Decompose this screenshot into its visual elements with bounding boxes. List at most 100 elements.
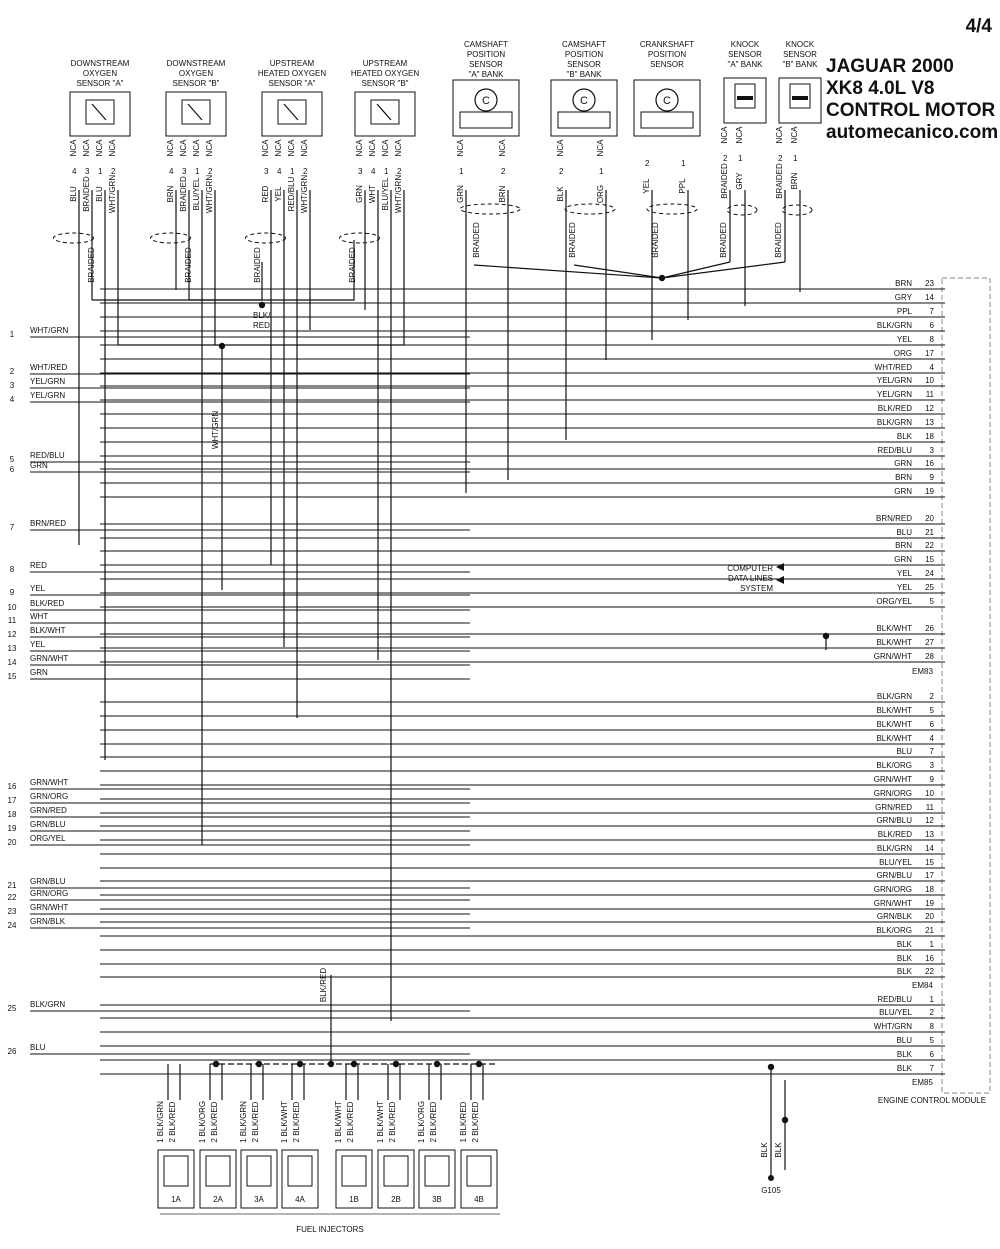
pin-number: 1 — [98, 167, 103, 176]
ecm-pin-number: 25 — [925, 583, 934, 592]
braid-shield-symbol — [564, 203, 616, 215]
left-wire-color: BLK/WHT — [30, 626, 66, 635]
left-wire-color: RED — [30, 561, 47, 570]
ecm-wire-color: BLK/GRN — [877, 844, 912, 853]
ecm-wire-color: BLK — [897, 1050, 913, 1059]
nca-label: NCA — [775, 126, 784, 144]
oxygen-sensor-symbol — [85, 99, 115, 125]
pin-number: 1 — [681, 159, 686, 168]
pin-number: 3 — [358, 167, 363, 176]
position-sensor-symbol: C — [663, 95, 671, 107]
ecm-wire-color: GRN/BLK — [877, 912, 913, 921]
sensor-title-ckp: CRANKSHAFT — [640, 40, 694, 49]
sensor-title-cmpa: "A" BANK — [468, 70, 504, 79]
left-wire-color: ORG/YEL — [30, 834, 66, 843]
wire-color-label: BLK — [556, 186, 565, 202]
ecm-wire-color: BLK/WHT — [876, 720, 912, 729]
oxygen-sensor-symbol — [181, 99, 211, 125]
left-wire-color: BLK/GRN — [30, 1000, 65, 1009]
ecm-wire-color: BLK — [897, 1064, 913, 1073]
left-pin-number: 8 — [10, 565, 15, 574]
wire-color-label: BRN — [166, 185, 175, 202]
sensor-title-do2a: DOWNSTREAM — [71, 59, 130, 68]
left-pin-number: 24 — [8, 921, 17, 930]
wire-color-label: PPL — [678, 178, 687, 194]
wire-color-label: BRN — [498, 185, 507, 202]
left-pin-number: 16 — [8, 782, 17, 791]
ecm-wire-color: BLU — [896, 1036, 912, 1045]
injector-wire-1-label: 1 BLK/WHT — [280, 1101, 289, 1143]
braided-label: BRAIDED — [774, 222, 783, 258]
left-wire-color: GRN/BLK — [30, 917, 66, 926]
pin-number: 1 — [738, 154, 743, 163]
pin-number: 1 — [793, 154, 798, 163]
arrow — [776, 576, 784, 584]
sensor-title-uo2a: SENSOR "A" — [268, 79, 315, 88]
ecm-wire-color: BLK — [897, 954, 913, 963]
computer-data-lines-label: DATA LINES — [728, 574, 773, 583]
nca-label: NCA — [82, 139, 91, 157]
left-pin-number: 2 — [10, 367, 15, 376]
position-sensor-symbol: C — [580, 95, 588, 107]
ecm-pin-number: 5 — [930, 706, 935, 715]
sensor-title-do2b: OXYGEN — [179, 69, 213, 78]
page-number: 4/4 — [965, 16, 992, 37]
injector-id: 1B — [349, 1195, 359, 1204]
braided-label: BRAIDED — [472, 222, 481, 258]
injector-wire-1-label: 1 BLK/ORG — [198, 1101, 207, 1143]
injector-wire-1-label: 1 BLK/RED — [459, 1101, 468, 1142]
left-wire-color: BLU — [30, 1043, 46, 1052]
ecm-pin-number: 17 — [925, 871, 934, 880]
wire-color-label: WHT/GRN — [108, 175, 117, 213]
nca-label: NCA — [69, 139, 78, 157]
braided-label: BRAIDED — [651, 222, 660, 258]
sensor-title-cmpa: POSITION — [467, 50, 505, 59]
wire-color-label: GRY — [735, 172, 744, 190]
ecm-wire-color: BRN — [895, 473, 912, 482]
ecm-pin-number: 5 — [930, 597, 935, 606]
injector-coil-symbol — [287, 1155, 313, 1187]
pin-number: 1 — [599, 167, 604, 176]
ecm-pin-number: 14 — [925, 293, 934, 302]
injector-wire-2-label: 2 BLK/RED — [346, 1101, 355, 1142]
braid-shield-symbol — [781, 204, 813, 216]
nca-label: NCA — [456, 139, 465, 157]
left-wire-color: GRN/ORG — [30, 889, 68, 898]
ecm-wire-color: WHT/GRN — [874, 1022, 912, 1031]
braid-shield-symbol — [459, 203, 521, 215]
computer-data-lines-label: COMPUTER — [727, 564, 773, 573]
ecm-pin-number: 6 — [930, 720, 935, 729]
ecm-pin-number: 23 — [925, 279, 934, 288]
nca-label: NCA — [790, 126, 799, 144]
wire-color-label: BLU/YEL — [381, 177, 390, 210]
left-wire-color: WHT — [30, 612, 48, 621]
ecm-pin-number: 2 — [930, 692, 935, 701]
ecm-wire-color: BLK/GRN — [877, 692, 912, 701]
ecm-wire-color: BLK — [897, 432, 913, 441]
position-sensor-symbol — [474, 88, 498, 112]
ecm-pin-number: 20 — [925, 514, 934, 523]
nca-label: NCA — [205, 139, 214, 157]
ecm-pin-number: 7 — [930, 747, 935, 756]
nca-label: NCA — [95, 139, 104, 157]
position-sensor-symbol — [572, 88, 596, 112]
connector-em83: EM83 — [912, 667, 933, 676]
coil-symbol — [640, 111, 694, 129]
ecm-wire-color: BLK/GRN — [877, 418, 912, 427]
ecm-wire-color: GRN — [894, 487, 912, 496]
pin-number: 4 — [169, 167, 174, 176]
left-pin-number: 20 — [8, 838, 17, 847]
left-pin-number: 17 — [8, 796, 17, 805]
knock-sensor-symbol — [734, 83, 756, 109]
shield-wire — [573, 261, 786, 279]
left-pin-number: 13 — [8, 644, 17, 653]
sensor-title-ksa: SENSOR — [728, 50, 762, 59]
ecm-pin-number: 16 — [925, 459, 934, 468]
fuel-injectors-label: FUEL INJECTORS — [296, 1225, 364, 1234]
wht-grn-vertical-label: WHT/GRN — [211, 411, 220, 449]
knock-sensor-symbol — [737, 96, 753, 100]
left-wire-color: RED/BLU — [30, 451, 65, 460]
left-pin-number: 23 — [8, 907, 17, 916]
ecm-pin-number: 4 — [930, 734, 935, 743]
ecm-wire-color: GRY — [895, 293, 913, 302]
